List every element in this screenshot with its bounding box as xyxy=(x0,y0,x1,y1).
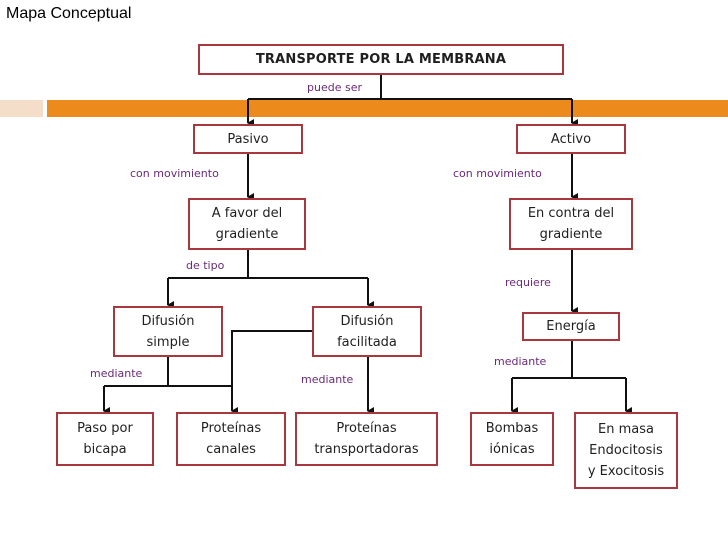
node-label: A favor del gradiente xyxy=(211,206,283,242)
node-label: Proteínas transportadoras xyxy=(314,421,419,457)
link-label-de-tipo: de tipo xyxy=(186,259,225,272)
node-label: Paso por bicapa xyxy=(77,421,133,457)
node-a-favor-gradiente: A favor del gradiente xyxy=(188,198,306,250)
node-label: Energía xyxy=(546,319,596,334)
node-proteinas-transportadoras: Proteínas transportadoras xyxy=(295,412,438,466)
node-transporte-membrana: TRANSPORTE POR LA MEMBRANA xyxy=(198,44,564,75)
header-band-orange xyxy=(47,100,728,117)
link-label-mediante-simple: mediante xyxy=(90,367,143,380)
link-label-con-movimiento-activo: con movimiento xyxy=(453,167,542,180)
node-difusion-simple: Difusión simple xyxy=(113,306,223,357)
node-label: Activo xyxy=(550,131,592,147)
link-label-mediante-facilitada: mediante xyxy=(301,373,354,386)
node-label: Proteínas canales xyxy=(200,421,262,457)
link-label-con-movimiento-pasivo: con movimiento xyxy=(130,167,219,180)
node-label: Bombas iónicas xyxy=(485,421,539,457)
header-band-light xyxy=(0,100,43,117)
node-en-contra-gradiente: En contra del gradiente xyxy=(509,198,633,250)
node-label: TRANSPORTE POR LA MEMBRANA xyxy=(255,52,507,67)
link-label-puede-ser: puede ser xyxy=(307,81,362,94)
slide-title: Mapa Conceptual xyxy=(6,5,132,22)
node-en-masa: En masa Endocitosis y Exocitosis xyxy=(574,412,678,489)
node-label: En contra del gradiente xyxy=(527,206,615,242)
node-pasivo: Pasivo xyxy=(193,124,303,154)
node-label: En masa Endocitosis y Exocitosis xyxy=(587,422,665,479)
node-label: Difusión facilitada xyxy=(337,313,397,350)
link-label-mediante-energia: mediante xyxy=(494,355,547,368)
node-activo: Activo xyxy=(516,124,626,154)
node-energia: Energía xyxy=(522,312,620,341)
connector-facilitada-to-canales xyxy=(231,330,312,386)
node-proteinas-canales: Proteínas canales xyxy=(176,412,286,466)
link-label-requiere: requiere xyxy=(505,276,551,289)
node-paso-bicapa: Paso por bicapa xyxy=(56,412,154,466)
node-difusion-facilitada: Difusión facilitada xyxy=(312,306,422,357)
node-label: Difusión simple xyxy=(141,313,195,350)
node-label: Pasivo xyxy=(227,131,269,147)
node-bombas-ionicas: Bombas iónicas xyxy=(470,412,554,466)
